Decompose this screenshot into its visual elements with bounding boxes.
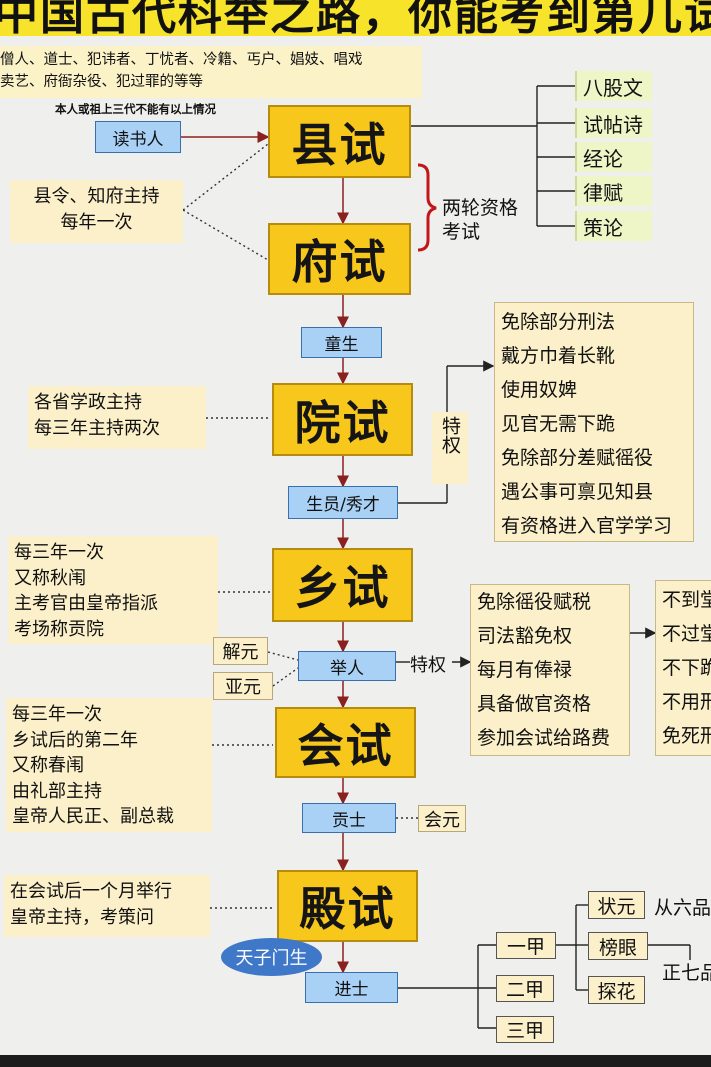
privilege-item: 免死刑 [662,725,711,747]
title-tongsheng: 童生 [301,327,382,358]
title-shengyuan: 生员/秀才 [288,486,398,519]
page-title: 中国古代科举之路，你能考到第几试？ [0,0,711,36]
title-gongshi: 贡士 [302,803,396,833]
privileges-juren-judicial: 不到堂 不过堂 不下跪 不用刑 免死刑 [655,580,711,756]
title-scholar: 读书人 [95,121,181,153]
privilege-item: 参加会试给路费 [477,727,611,749]
privileges-shengyuan: 免除部分刑法 戴方巾着长靴 使用奴婢 见官无需下跪 免除部分差赋徭役 遇公事可禀… [494,302,694,542]
honor-huiyuan: 会元 [418,805,466,832]
honor-jieyuan: 解元 [213,637,268,665]
rank-second: 二甲 [496,975,554,1002]
exclusion-list: 僧人、道士、犯讳者、丁忧者、冷籍、丐户、娼妓、唱戏 卖艺、府衙杂役、犯过罪的等等 [0,46,422,98]
privilege-item: 不下跪 [662,657,711,679]
grade-zhuangyuan: 从六品 [654,897,711,919]
privilege-item: 见官无需下跪 [501,413,616,435]
note-palace: 在会试后一个月举行 皇帝主持，考策问 [4,875,210,937]
curriculum-item: 策论 [575,211,652,241]
privilege-item: 司法豁免权 [477,625,573,647]
privilege-item: 不过堂 [662,623,711,645]
scholar-requirement-note: 本人或祖上三代不能有以上情况 [55,102,216,116]
title-jinshi: 进士 [305,972,398,1003]
privileges-juren: 免除徭役赋税 司法豁免权 每月有俸禄 具备做官资格 参加会试给路费 [470,584,630,756]
note-metropolitan: 每三年一次 乡试后的第二年 又称春闱 由礼部主持 皇帝人民正、副总裁 [6,698,212,832]
note-county: 县令、知府主持 每年一次 [10,180,183,243]
privilege-item: 免除部分刑法 [501,311,616,333]
curriculum-item: 经论 [575,142,652,172]
note-academy: 各省学政主持 每三年主持两次 [28,386,206,449]
privilege-item: 免除徭役赋税 [477,591,592,613]
exam-provincial: 乡试 [272,548,413,622]
exam-prefecture: 府试 [268,223,411,295]
bottom-edge [0,1055,711,1067]
two-rounds-label: 两轮资格 考试 [442,197,519,243]
note-provincial: 每三年一次 又称秋闱 主考官由皇帝指派 考场称贡院 [8,536,218,644]
exam-county: 县试 [268,105,411,178]
privilege-item: 不到堂 [662,589,711,611]
exam-academy: 院试 [272,383,413,456]
privilege-item: 具备做官资格 [477,693,592,715]
rank-first: 一甲 [496,932,556,959]
curriculum-item: 八股文 [575,71,652,101]
grade-bangyan-tanhua: 正七品 [662,962,711,984]
privilege-label-juren: 特权 [410,655,446,676]
rank-third: 三甲 [496,1016,554,1043]
privilege-item: 有资格进入官学学习 [501,515,673,537]
tianzi-badge: 天子门生 [221,938,322,976]
title-banner: 中国古代科举之路，你能考到第几试？ [0,0,711,36]
exam-palace: 殿试 [277,870,418,942]
honor-yayuan: 亚元 [213,672,273,700]
top-bangyan: 榜眼 [588,932,648,960]
privilege-item: 使用奴婢 [501,379,578,401]
privilege-item: 戴方巾着长靴 [501,345,616,367]
top-zhuangyuan: 状元 [588,891,645,919]
top-tanhua: 探花 [588,976,645,1004]
privilege-item: 免除部分差赋徭役 [501,447,654,469]
curriculum-item: 律赋 [575,176,652,206]
privilege-label-shengyuan: 特权 [432,412,468,484]
privilege-item: 遇公事可禀见知县 [501,481,654,503]
privilege-item: 不用刑 [662,691,711,713]
privilege-item: 每月有俸禄 [477,659,573,681]
curriculum-item: 试帖诗 [575,108,652,138]
exam-metropolitan: 会试 [275,707,416,778]
title-juren: 举人 [298,651,396,681]
